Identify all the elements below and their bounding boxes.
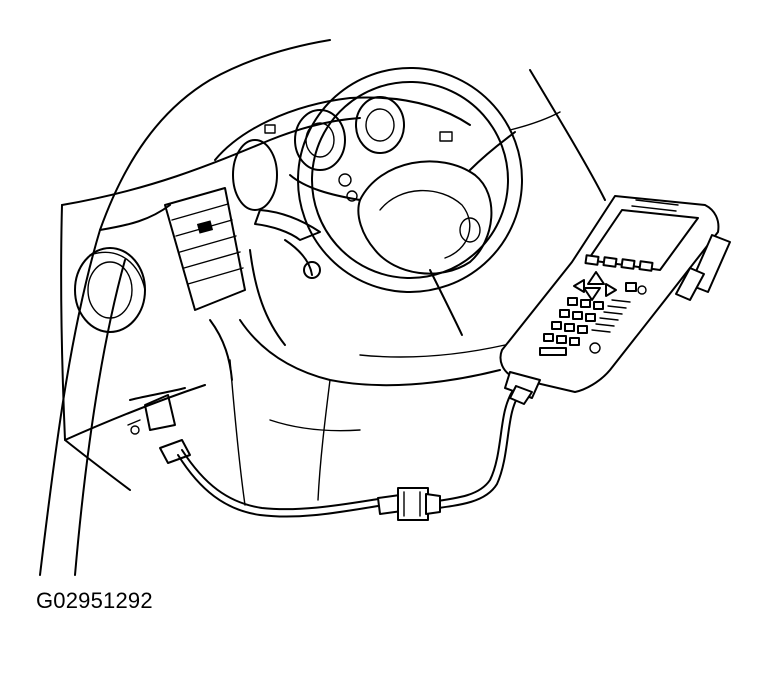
a-pillar: [39, 39, 606, 576]
speaker-grille: [591, 299, 631, 333]
arrow-keys: [573, 271, 637, 301]
handheld-tester: [499, 195, 731, 405]
function-keys: [584, 254, 654, 272]
dashboard: [60, 117, 506, 506]
keypad: [539, 297, 604, 356]
instrument-cluster: [214, 96, 471, 211]
center-vent: [164, 187, 246, 311]
figure-id-label: G02951292: [36, 588, 153, 613]
steering-column: [209, 209, 321, 381]
inline-connector: [377, 487, 441, 521]
side-vent: [74, 247, 146, 333]
dlc3-cable: [159, 383, 526, 518]
lower-panel: [127, 387, 186, 435]
steering-wheel: [289, 67, 523, 336]
